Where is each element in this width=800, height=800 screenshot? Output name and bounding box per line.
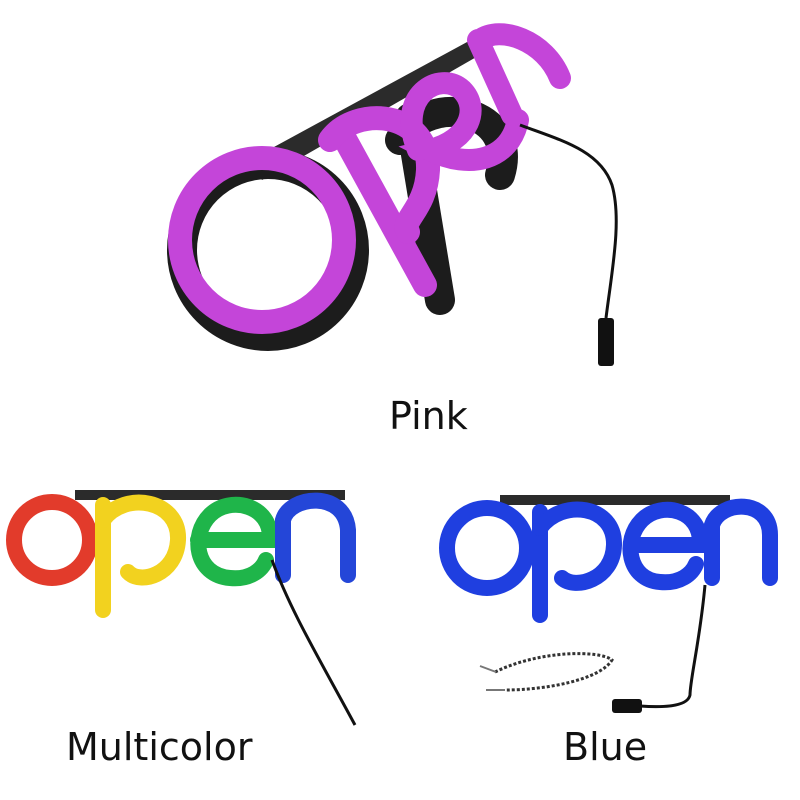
blue-power-plug [612, 699, 642, 713]
pink-open-sign [167, 23, 618, 366]
blue-letter-n [704, 498, 778, 586]
multicolor-letter-e [190, 496, 278, 587]
pink-caption: Pink [389, 394, 468, 438]
blue-letter-p-bowl [532, 501, 623, 591]
multicolor-power-cable [270, 559, 357, 726]
blue-mount-bar [500, 495, 730, 505]
pink-power-plug [598, 318, 614, 366]
blue-power-cable [639, 584, 707, 709]
blue-hanging-chain [494, 652, 614, 692]
blue-chain-hook-1 [479, 665, 497, 673]
multicolor-letter-o [6, 494, 98, 586]
multicolor-caption: Multicolor [66, 725, 253, 769]
multicolor-mount-bar [75, 490, 345, 500]
multicolor-letter-n [275, 492, 356, 583]
pink-letter-o [168, 146, 356, 334]
pink-letter-n [467, 23, 571, 126]
pink-power-cable [519, 123, 618, 319]
blue-letter-e [622, 501, 708, 591]
pink-letter-p-stem [328, 118, 437, 297]
blue-open-sign [439, 495, 778, 713]
multicolor-open-sign [6, 490, 357, 726]
multicolor-letter-p-bowl [95, 494, 186, 586]
blue-letter-o [439, 500, 535, 596]
pink-letter-e [398, 72, 529, 171]
blue-caption: Blue [563, 725, 648, 769]
